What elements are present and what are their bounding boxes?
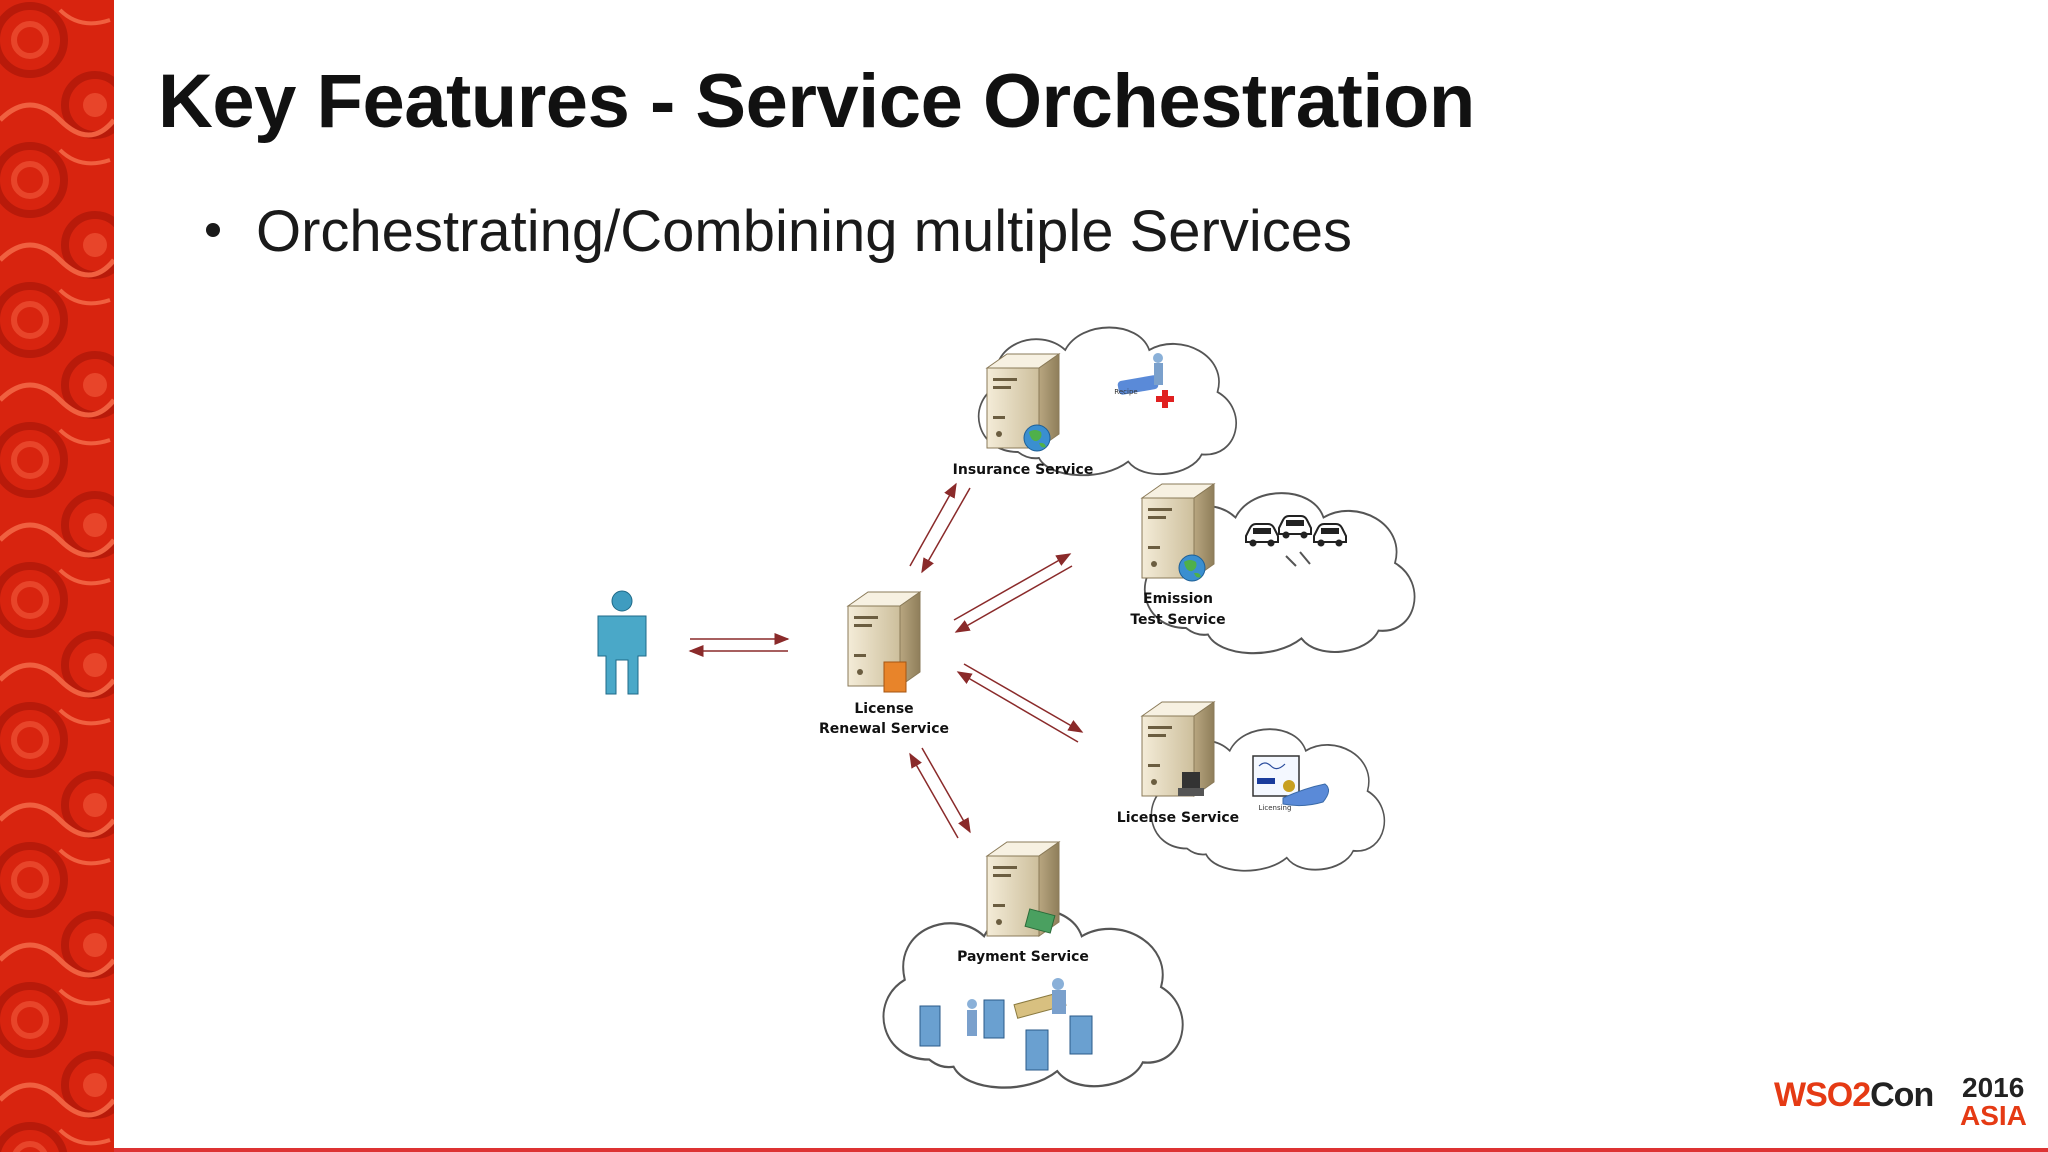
arrow-renewal-to-emission [953,553,1072,621]
globe-icon [1178,554,1206,582]
emission-label-line1: Emission [1143,591,1213,607]
decorative-sidebar [0,0,114,1152]
bullet-item: Orchestrating/Combining multiple Service… [206,198,1352,265]
bank-people-icon [919,978,1093,1071]
license-service-label: License Service [1117,810,1239,826]
logo-year: 2016 [1962,1072,2025,1103]
arrow-payment-to-renewal [909,752,959,839]
wso2con-logo: WSO2Con 2016 ASIA [1774,1072,2032,1132]
logo-con: Con [1870,1076,1934,1114]
license-renewal-server-icon [847,591,921,693]
arrow-license-to-renewal [956,671,1079,743]
logo-region: ASIA [1960,1100,2027,1131]
payment-label: Payment Service [957,949,1089,965]
logo-wso: WSO2 [1774,1076,1871,1114]
arrow-renewal-to-insurance [909,482,957,567]
medical-icon: Recipe [1114,353,1174,408]
bullet-dot [206,222,220,237]
insurance-label: Insurance Service [953,462,1094,478]
slide-title: Key Features - Service Orchestration [158,59,1475,144]
arrow-emission-to-renewal [954,565,1073,633]
user-icon [597,590,647,695]
emission-label-line2: Test Service [1130,612,1225,628]
logo-wordmark: WSO2Con [1774,1076,1934,1115]
arrow-renewal-to-payment [921,747,971,834]
bottom-divider [114,1148,2048,1152]
insurance-server-icon [986,353,1060,452]
license-server-icon [1141,701,1215,797]
license-document-icon: Licensing [1252,755,1329,812]
arrow-insurance-to-renewal [921,487,971,574]
license-tiny-label: Licensing [1259,804,1292,812]
license-renewal-label-line2: Renewal Service [819,721,949,737]
bullet-text: Orchestrating/Combining multiple Service… [256,199,1352,264]
cars-icon [1245,515,1347,567]
license-renewal-label-line1: License [854,701,913,717]
insurance-tiny-label: Recipe [1114,388,1137,396]
globe-icon [1023,424,1051,452]
payment-server-icon [986,841,1060,937]
arrow-renewal-to-license [963,663,1084,733]
emission-server-icon [1141,483,1215,582]
